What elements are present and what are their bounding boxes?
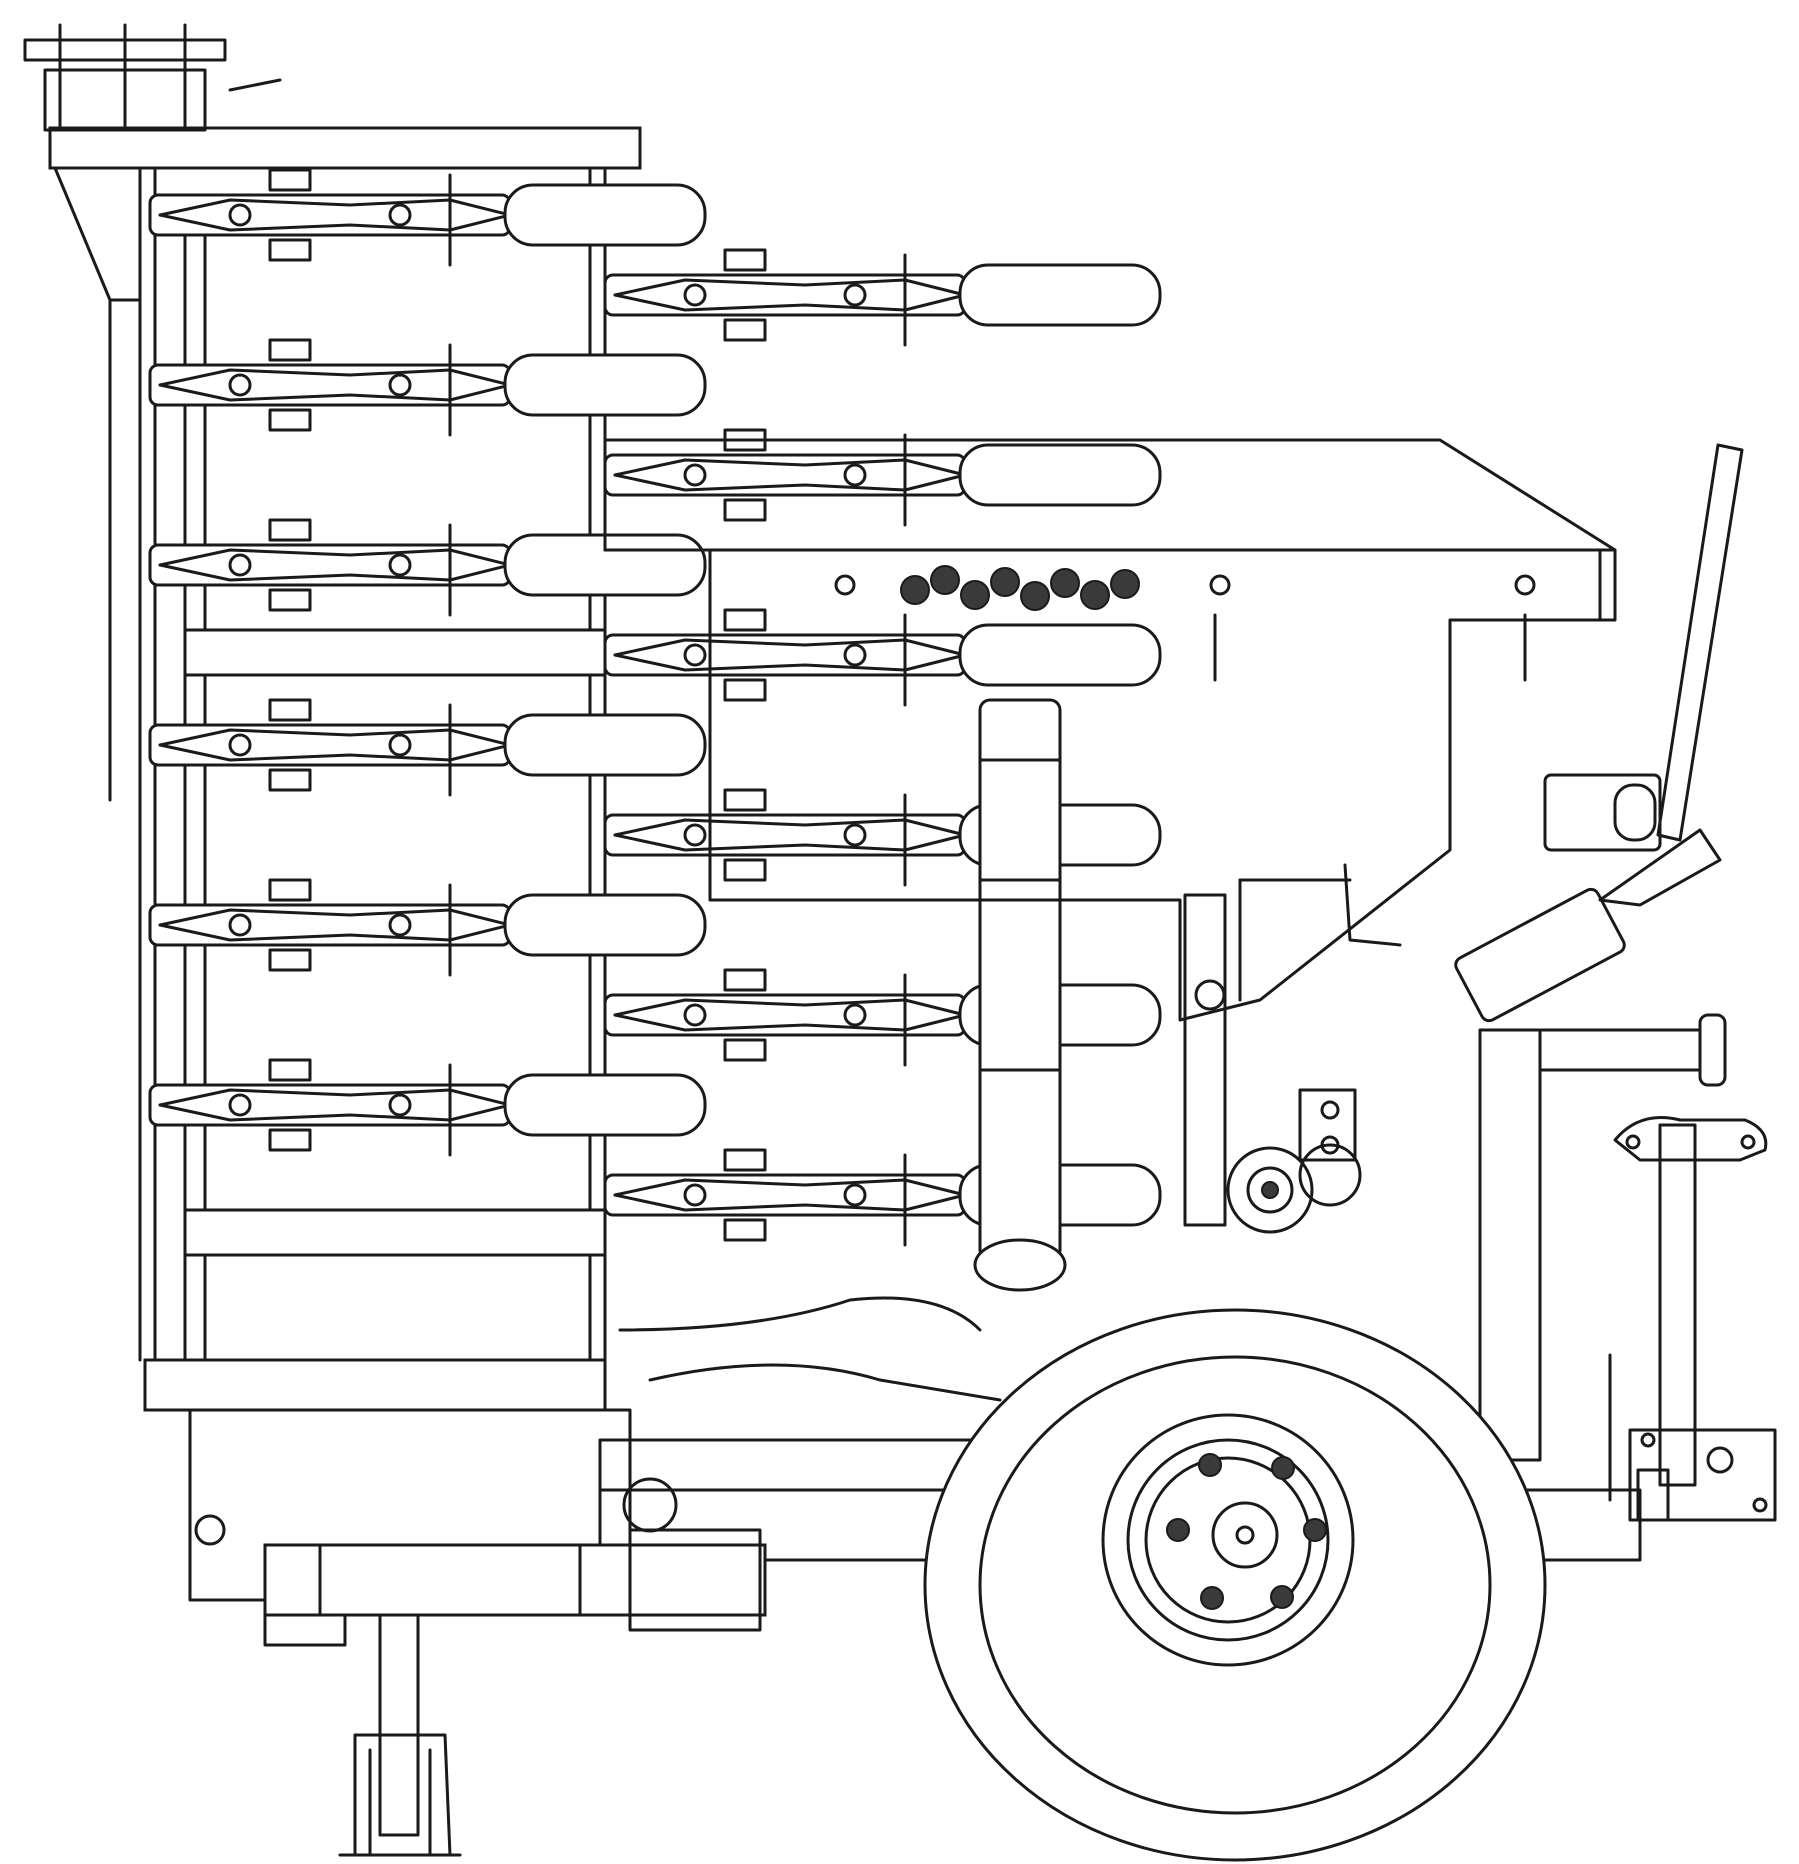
- row-unit: [148, 698, 707, 797]
- row-unit: [148, 338, 707, 437]
- row-unit: [148, 168, 707, 267]
- row-unit: [148, 878, 707, 977]
- wheel: [923, 1308, 1547, 1862]
- row-unit: [603, 248, 1162, 347]
- left-row-units: [148, 168, 707, 1157]
- support-leg: [338, 1613, 462, 1857]
- handle-lever: [1454, 443, 1744, 1023]
- drive-shaft-column: [973, 698, 1067, 1292]
- metering-gear-cluster: [900, 565, 1140, 611]
- row-unit: [603, 968, 1162, 1067]
- wheel-lug-nuts: [1166, 1453, 1327, 1610]
- row-unit: [603, 788, 1162, 887]
- crank-assembly: [1183, 863, 1402, 1227]
- rear-frame: [1478, 1013, 1777, 1522]
- row-unit: [148, 1058, 707, 1157]
- row-unit: [148, 518, 707, 617]
- row-unit: [603, 1148, 1162, 1247]
- row-unit: [603, 428, 1162, 527]
- chain-sprocket: [1226, 1143, 1362, 1234]
- row-unit: [603, 608, 1162, 707]
- main-frame: [23, 23, 642, 1602]
- bottom-gearbox: [194, 1477, 767, 1647]
- seed-hopper: [603, 438, 1662, 1022]
